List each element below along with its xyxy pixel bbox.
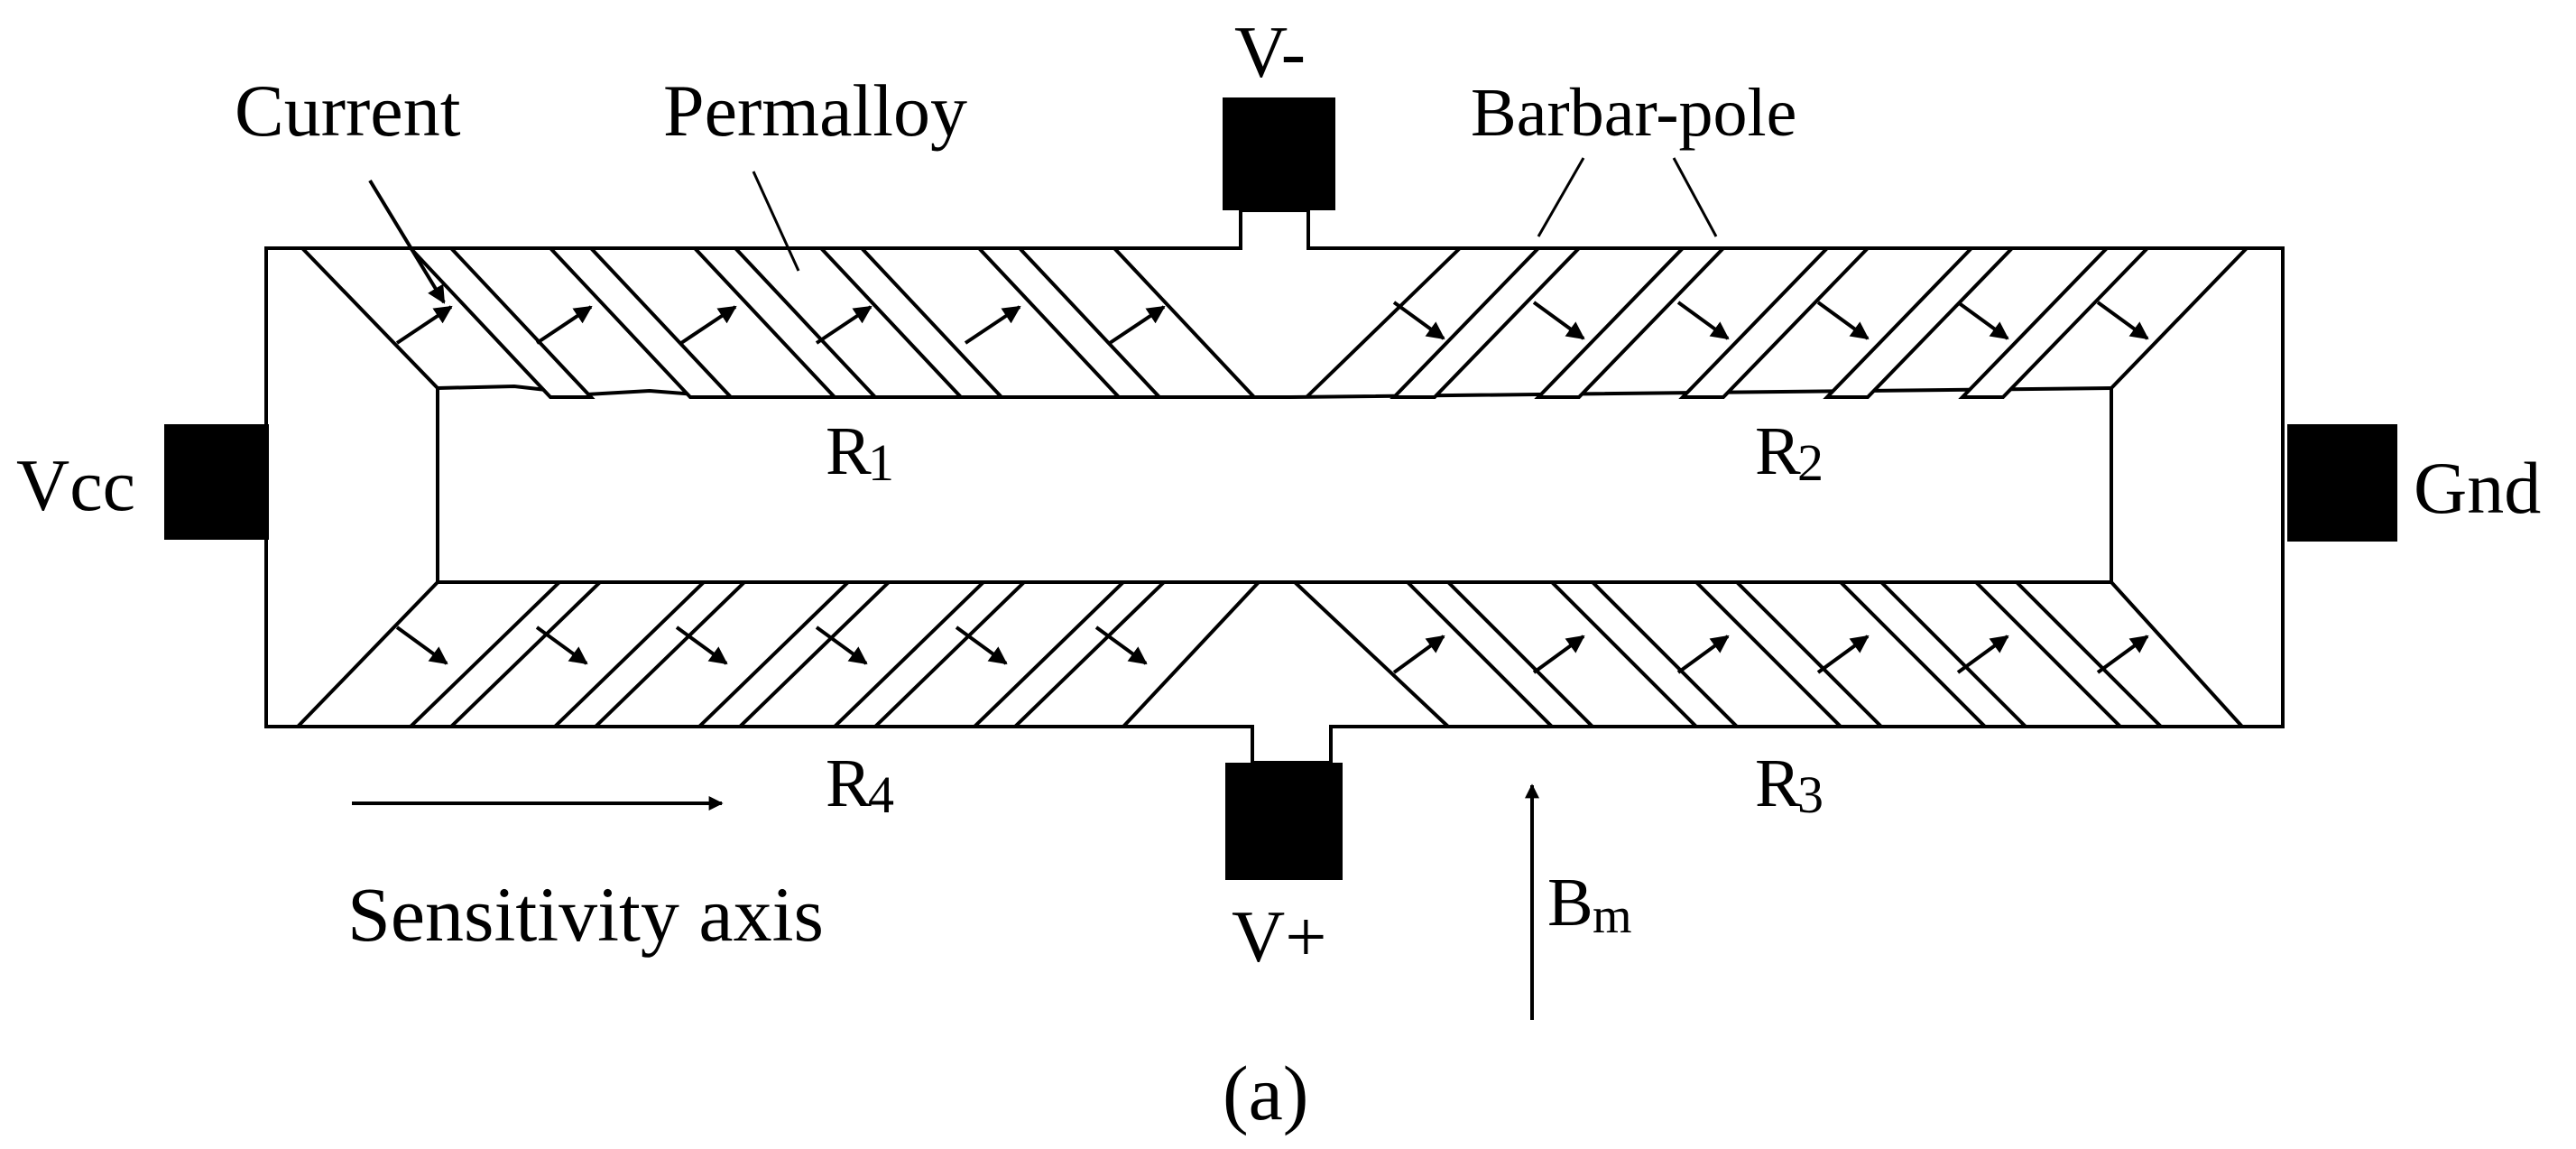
- barbar-pole-leader-right: [1672, 157, 1718, 237]
- bm-label: B m: [1547, 865, 1632, 944]
- current-arrows-r1: [395, 305, 1166, 345]
- r3-label: R 3: [1755, 746, 1824, 824]
- v-plus-label: V+: [1232, 895, 1326, 978]
- r2-label: R 2: [1755, 413, 1824, 492]
- current-arrows-r2: [1392, 301, 2149, 340]
- vcc-pad: [164, 424, 269, 540]
- current-arrows-r4: [395, 625, 1148, 665]
- svg-text:R: R: [1755, 413, 1801, 489]
- v-minus-label: V-: [1234, 11, 1306, 93]
- barbar-pole-leader-left: [1537, 157, 1585, 237]
- barber-poles-r1: [406, 246, 1164, 399]
- current-arrows-r3: [1392, 635, 2149, 674]
- sensitivity-axis-label: Sensitivity axis: [347, 871, 824, 958]
- svg-text:4: 4: [868, 765, 894, 824]
- permalloy-leader-line: [752, 171, 800, 272]
- v-minus-pad: [1223, 97, 1335, 210]
- vcc-label: Vcc: [16, 444, 135, 526]
- svg-text:3: 3: [1797, 765, 1824, 824]
- figure-caption: (a): [1223, 1050, 1308, 1136]
- svg-text:B: B: [1547, 865, 1593, 941]
- svg-text:m: m: [1593, 888, 1632, 944]
- current-leader-arrow: [368, 179, 446, 304]
- svg-text:R: R: [826, 746, 872, 821]
- bridge-outline: [264, 208, 2285, 764]
- svg-text:R: R: [826, 413, 872, 489]
- current-label: Current: [235, 69, 461, 152]
- svg-text:R: R: [1755, 746, 1801, 821]
- svg-text:2: 2: [1797, 433, 1824, 492]
- svg-text:1: 1: [868, 433, 894, 492]
- barber-poles-r3: [1403, 580, 2165, 728]
- barber-poles-r4: [406, 580, 1168, 728]
- barbar-pole-label: Barbar-pole: [1471, 75, 1796, 151]
- barber-poles-r2: [1390, 246, 2152, 399]
- gnd-pad: [2287, 424, 2397, 542]
- v-plus-pad: [1225, 763, 1343, 880]
- permalloy-label: Permalloy: [663, 69, 967, 152]
- gnd-label: Gnd: [2414, 447, 2541, 529]
- r4-label: R 4: [826, 746, 894, 824]
- r1-label: R 1: [826, 413, 894, 492]
